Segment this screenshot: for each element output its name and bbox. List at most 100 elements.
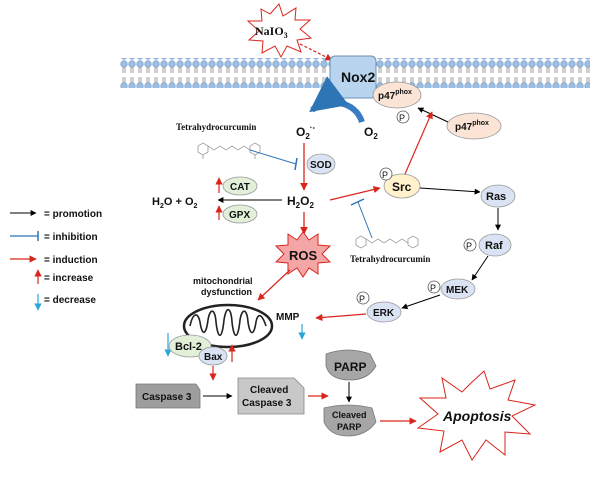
thc-inhibits-sod-line <box>249 149 297 165</box>
h2o2-sub1: 2 <box>296 201 301 210</box>
naio3-stimulus: NaIO3 <box>246 3 313 59</box>
mek-label: MEK <box>446 285 469 296</box>
naio3-starburst-shape <box>246 3 313 59</box>
cleaved-caspase3-box <box>237 377 305 415</box>
parp-shape <box>325 349 377 381</box>
ras-label: Ras <box>486 191 506 203</box>
naio3-label: NaIO <box>255 24 284 38</box>
svg-text:NaIO3: NaIO3 <box>255 24 288 40</box>
p47-cytosol-sup: phox <box>472 120 489 127</box>
bax-label: Bax <box>204 352 223 363</box>
tetrahydrocurcumin-top-structure-icon <box>197 142 261 159</box>
cat-ellipse <box>222 176 258 196</box>
mmp-label: MMP <box>276 312 300 323</box>
svg-text:p47phox: p47phox <box>378 89 412 102</box>
p47-cytosol-label: p47 <box>455 122 473 133</box>
p47phox-cytosol-ellipse <box>446 112 502 140</box>
cat-label: CAT <box>230 182 250 193</box>
src-ellipse <box>383 173 421 199</box>
legend-decrease-label: = decrease <box>44 295 96 306</box>
cleaved-caspase3-line2: Caspase 3 <box>242 398 292 409</box>
mitochondria-label-line2: dysfunction <box>201 287 252 297</box>
h2o2-o: O <box>300 194 309 208</box>
src-to-ras-arrow <box>419 187 481 195</box>
src-phospho-circle <box>379 167 393 181</box>
svg-text:O2: O2 <box>364 125 378 141</box>
superoxide-label: O <box>296 125 305 139</box>
p47-phospho-circle <box>396 110 410 124</box>
src-label: Src <box>392 180 412 194</box>
water-h: H <box>152 196 160 208</box>
tetrahydrocurcumin-top-label: Tetrahydrocurcumin <box>176 122 256 132</box>
raf-phospho-label: P <box>466 241 472 251</box>
ros-to-mitochondria-arrow <box>257 269 291 301</box>
gpx-ellipse <box>222 204 258 224</box>
mitochondria-label-line1: mitochondrial <box>193 276 253 286</box>
legend-induction-label: = induction <box>44 255 98 266</box>
legend: = promotion = inhibition = induction = i… <box>10 209 102 311</box>
svg-text:O2·-: O2·- <box>296 123 315 141</box>
mek-phospho-circle <box>427 280 441 294</box>
oxygen-label: O <box>364 125 373 139</box>
raf-to-mek-arrow <box>471 255 489 281</box>
svg-text:p47phox: p47phox <box>455 120 489 133</box>
electron-transfer-curved-arrow <box>309 76 365 124</box>
raf-phospho-circle <box>463 238 477 252</box>
src-phospho-label: P <box>382 170 388 180</box>
erk-phospho-circle <box>356 291 370 305</box>
cleaved-caspase3-line1: Cleaved <box>250 385 288 396</box>
mitochondrion-icon <box>182 303 274 349</box>
sod-label: SOD <box>310 160 332 171</box>
p47-phospho-label: P <box>399 113 405 123</box>
superoxide-sup: ·- <box>310 123 316 132</box>
legend-promotion-label: = promotion <box>44 209 102 220</box>
bcl2-label: Bcl-2 <box>175 341 202 353</box>
p47-membrane-label: p47 <box>378 91 396 102</box>
h2o2-sub2: 2 <box>309 201 314 210</box>
src-to-p47-arrow <box>404 111 433 175</box>
erk-to-mitochondria-arrow <box>315 313 367 322</box>
gpx-label: GPX <box>229 210 250 221</box>
naio3-to-nox2-arrow <box>299 43 333 61</box>
erk-label: ERK <box>373 308 395 319</box>
ras-ellipse <box>480 184 516 208</box>
p47-translocation-arrow <box>417 107 449 123</box>
tetrahydrocurcumin-bottom-label: Tetrahydrocurcumin <box>350 254 430 264</box>
raf-label: Raf <box>485 240 503 252</box>
naio3-subscript: 3 <box>284 31 288 40</box>
sod-ellipse <box>306 153 336 175</box>
water-sub1: 2 <box>160 203 164 210</box>
apoptosis-starburst-shape <box>416 370 537 461</box>
cleaved-parp-line1: Cleaved <box>332 410 367 420</box>
p47phox-membrane-ellipse <box>372 81 422 109</box>
apoptosis-label: Apoptosis <box>442 408 512 424</box>
ros-starburst-shape <box>274 231 332 278</box>
erk-phospho-label: P <box>359 294 365 304</box>
nox2-label: Nox2 <box>341 69 375 85</box>
svg-text:H2O + O2: H2O + O2 <box>152 196 198 210</box>
raf-ellipse <box>478 233 512 257</box>
thc-inhibits-src-bar <box>350 198 365 206</box>
mek-to-erk-arrow <box>401 294 441 310</box>
cleaved-parp-shape <box>323 404 377 437</box>
water-rest: O + O <box>164 196 194 208</box>
p47-membrane-sup: phox <box>395 89 412 96</box>
caspase3-box <box>135 383 201 409</box>
water-sub2: 2 <box>194 203 198 210</box>
bax-ellipse <box>198 346 228 366</box>
h2o2-to-src-arrow <box>329 186 381 201</box>
mek-phospho-label: P <box>430 283 436 293</box>
superoxide-sub: 2 <box>305 132 310 141</box>
h2o2-h: H <box>287 194 296 208</box>
caspase3-label: Caspase 3 <box>142 392 192 403</box>
mek-ellipse <box>440 278 476 300</box>
svg-text:H2O2: H2O2 <box>287 194 314 210</box>
thc-inhibits-sod-bar <box>294 157 298 171</box>
parp-label: PARP <box>334 360 366 374</box>
oxygen-sub: 2 <box>373 132 378 141</box>
erk-ellipse <box>366 301 402 323</box>
legend-increase-label: = increase <box>44 273 94 284</box>
legend-inhibition-label: = inhibition <box>44 232 98 243</box>
ros-label: ROS <box>289 248 318 263</box>
